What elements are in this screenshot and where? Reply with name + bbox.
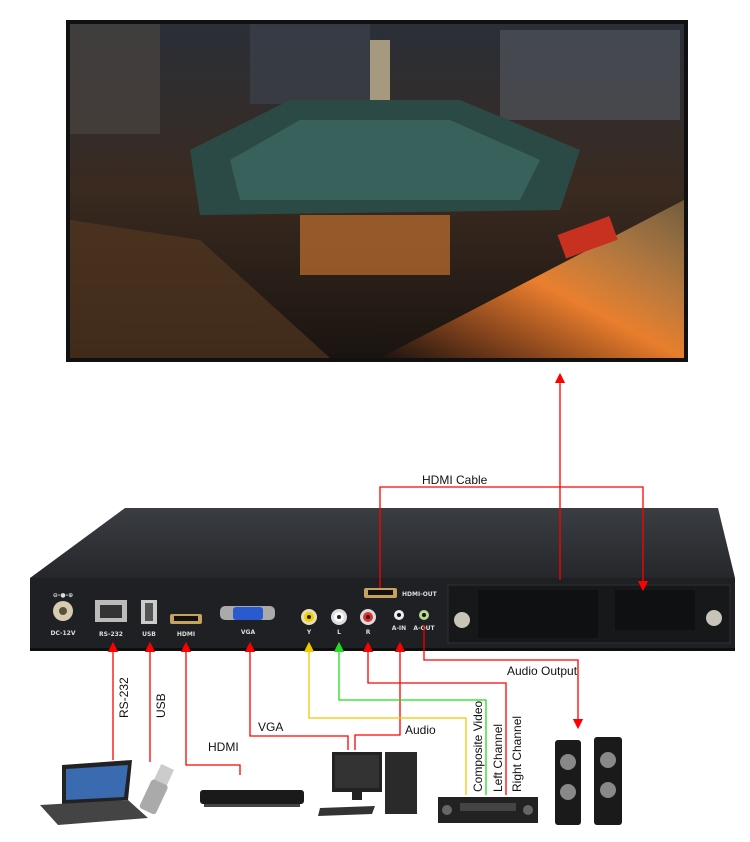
label-usb: USB	[154, 693, 168, 718]
port-label-l: L	[337, 629, 341, 636]
usb-drive-icon	[139, 763, 175, 815]
laptop-icon	[40, 760, 148, 825]
port-label-rs232: RS-232	[99, 631, 123, 638]
dvd-player-icon	[200, 790, 304, 807]
audio-line	[354, 641, 406, 750]
dc-polarity-icon: ⊖-●-⊕	[53, 592, 73, 599]
composite-video-line	[303, 641, 467, 795]
hdmi-line	[180, 641, 241, 775]
cables	[107, 372, 649, 795]
media-player-device: ⊖-●-⊕ DC-12V RS-232 USB HDMI VGA Y L R A…	[30, 508, 735, 651]
left-channel-line	[333, 641, 487, 795]
port-label-hdmi-out: HDMI-OUT	[402, 591, 438, 598]
label-audio: Audio	[405, 723, 436, 737]
hdmi-cable-line	[379, 486, 649, 592]
label-composite-video: Composite Video	[471, 701, 485, 792]
label-left-channel: Left Channel	[491, 724, 505, 792]
label-hdmi-cable: HDMI Cable	[422, 473, 488, 487]
port-label-hdmi: HDMI	[177, 631, 195, 638]
screw-icon	[706, 610, 722, 626]
audio-output-line	[423, 625, 584, 730]
port-label-y: Y	[306, 629, 312, 636]
label-right-channel: Right Channel	[510, 716, 524, 792]
label-hdmi: HDMI	[208, 740, 239, 754]
desktop-computer-icon	[318, 752, 417, 816]
speakers-icon	[555, 737, 622, 825]
label-vga: VGA	[258, 720, 283, 734]
label-rs232: RS-232	[117, 677, 131, 718]
av-receiver-icon	[438, 797, 538, 823]
right-channel-line	[362, 641, 507, 795]
port-label-a-in: A-IN	[392, 625, 406, 632]
display-screen	[66, 20, 688, 362]
port-label-r: R	[366, 629, 371, 636]
vga-port	[233, 607, 263, 620]
vga-line	[244, 641, 349, 750]
screw-icon	[454, 612, 470, 628]
label-audio-output: Audio Output	[507, 664, 578, 678]
port-label-vga: VGA	[241, 629, 256, 636]
port-label-usb: USB	[142, 631, 156, 638]
port-label-dc: DC-12V	[50, 630, 75, 637]
